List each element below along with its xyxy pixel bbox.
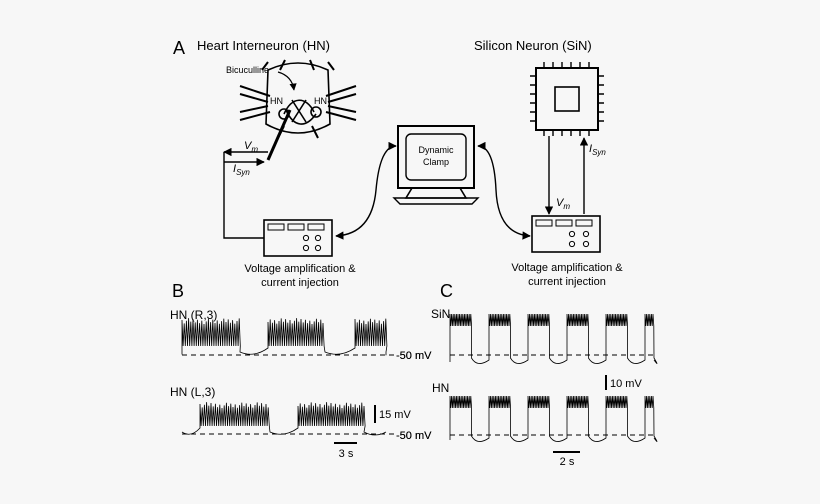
isyn-right-label: ISyn [589, 143, 606, 157]
hn-title: Heart Interneuron (HN) [197, 38, 330, 53]
electrode [266, 109, 292, 161]
b-trace-path-1 [181, 318, 388, 356]
b-scale-t-label: 3 s [339, 448, 354, 460]
dynamic-clamp-label-2: Clamp [423, 157, 449, 167]
bicuculline-label: Bicuculline [226, 65, 269, 75]
bicuculline-arrow [277, 71, 297, 91]
amp-left-caption-1: Voltage amplification & [244, 263, 356, 275]
dynamic-clamp-label-1: Dynamic [418, 145, 454, 155]
c-trace2-label: HN [432, 381, 449, 395]
amp-left-caption-2: current injection [261, 277, 339, 289]
c-trace-hn [449, 395, 658, 442]
b-trace-path-2 [181, 402, 387, 436]
c-mv-ref-2: -50 mV [396, 430, 432, 442]
vm-right-label: Vm [556, 197, 570, 211]
amp-right-caption-1: Voltage amplification & [511, 262, 623, 274]
c-scale-t-label: 2 s [560, 456, 575, 468]
b-trace2-label: HN (L,3) [170, 385, 215, 399]
c-trace-path-2 [449, 395, 658, 442]
c-trace-path-1 [449, 313, 658, 364]
b-trace-hn-r3 [181, 318, 388, 356]
hn-cells [278, 99, 322, 125]
b-mv-ref-1: -50 mV [396, 350, 432, 362]
silicon-chip [530, 62, 604, 136]
b-mv-ref-2: -50 mV [396, 430, 432, 442]
b-scale-v-label: 15 mV [379, 409, 411, 421]
b-trace1-label: HN (R,3) [170, 308, 217, 322]
panel-label-a: A [173, 38, 185, 58]
hn-left-label: HN [270, 96, 283, 106]
b-trace-hn-l3 [181, 402, 387, 436]
c-trace1-label: SiN [431, 307, 450, 321]
c-scale-v-label: 10 mV [610, 378, 642, 390]
amplifier-right [531, 215, 601, 253]
vm-left-label: Vm [244, 140, 258, 154]
c-mv-ref-1: -50 mV [396, 350, 432, 362]
panel-label-b: B [172, 281, 184, 301]
link-left [335, 141, 397, 240]
amplifier-left [263, 219, 333, 257]
panel-label-c: C [440, 281, 453, 301]
wire-left [223, 152, 264, 239]
dynamic-clamp-computer [392, 125, 480, 205]
link-right [477, 141, 531, 240]
hn-right-label: HN [314, 96, 327, 106]
isyn-left-label: ISyn [233, 163, 250, 177]
c-trace-sin [449, 313, 658, 364]
amp-right-caption-2: current injection [528, 276, 606, 288]
sin-title: Silicon Neuron (SiN) [474, 38, 592, 53]
